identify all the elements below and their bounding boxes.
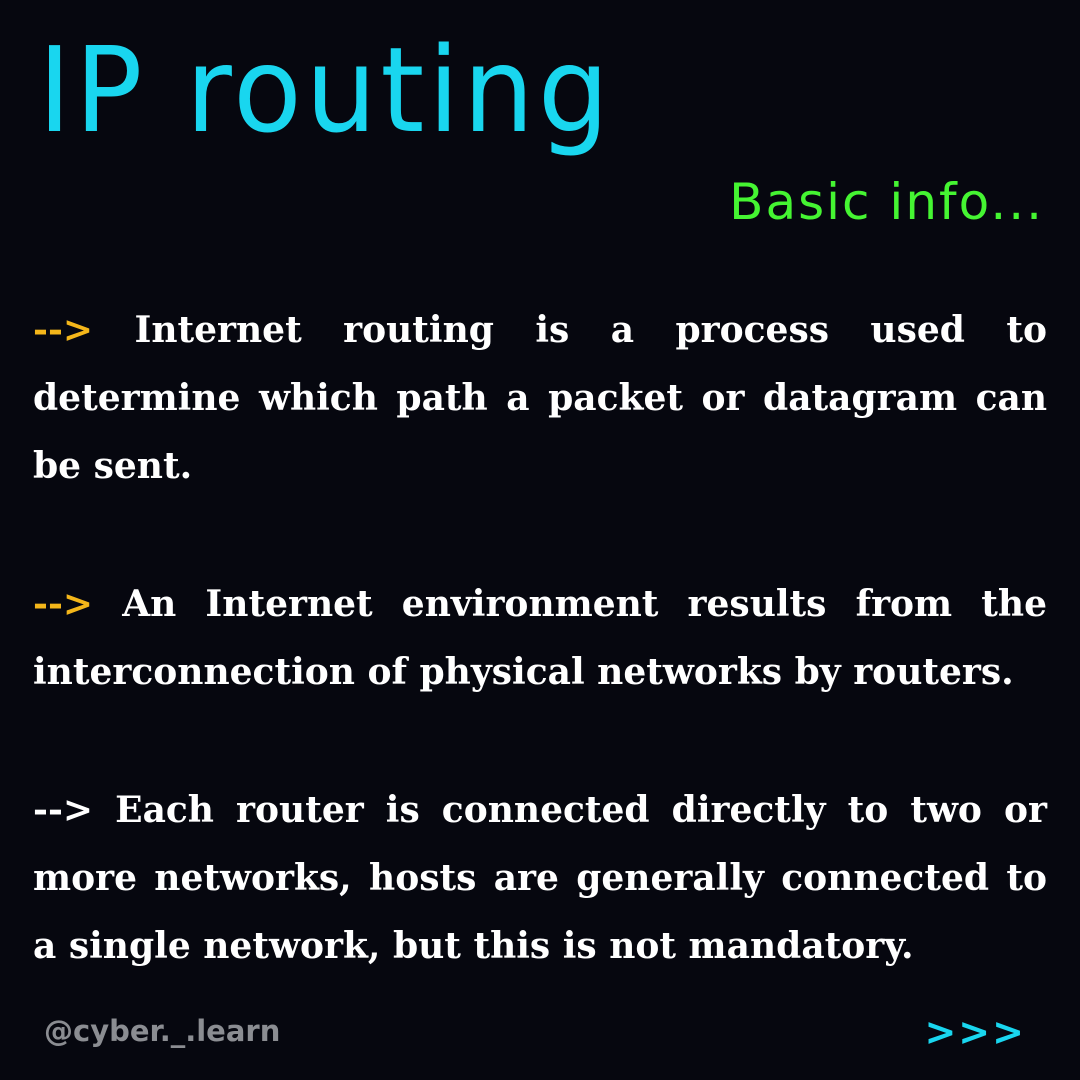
content-body: --> Internet routing is a process used t… bbox=[33, 296, 1047, 1050]
page-title: IP routing bbox=[38, 21, 613, 159]
paragraph-3: --> Each router is connected directly to… bbox=[33, 776, 1047, 980]
paragraph-1: --> Internet routing is a process used t… bbox=[33, 296, 1047, 500]
arrow-marker: --> bbox=[33, 789, 94, 831]
next-slide-indicator: >>> bbox=[924, 1010, 1026, 1054]
account-handle: @cyber._.learn bbox=[44, 1014, 281, 1048]
arrow-marker: --> bbox=[33, 309, 94, 351]
paragraph-text: Internet routing is a process used to de… bbox=[33, 309, 1047, 487]
paragraph-2: --> An Internet environment results from… bbox=[33, 570, 1047, 706]
page-subtitle: Basic info... bbox=[729, 173, 1044, 231]
arrow-marker: --> bbox=[33, 583, 94, 625]
paragraph-text: An Internet environment results from the… bbox=[33, 583, 1047, 693]
paragraph-text: Each router is connected directly to two… bbox=[33, 789, 1047, 967]
